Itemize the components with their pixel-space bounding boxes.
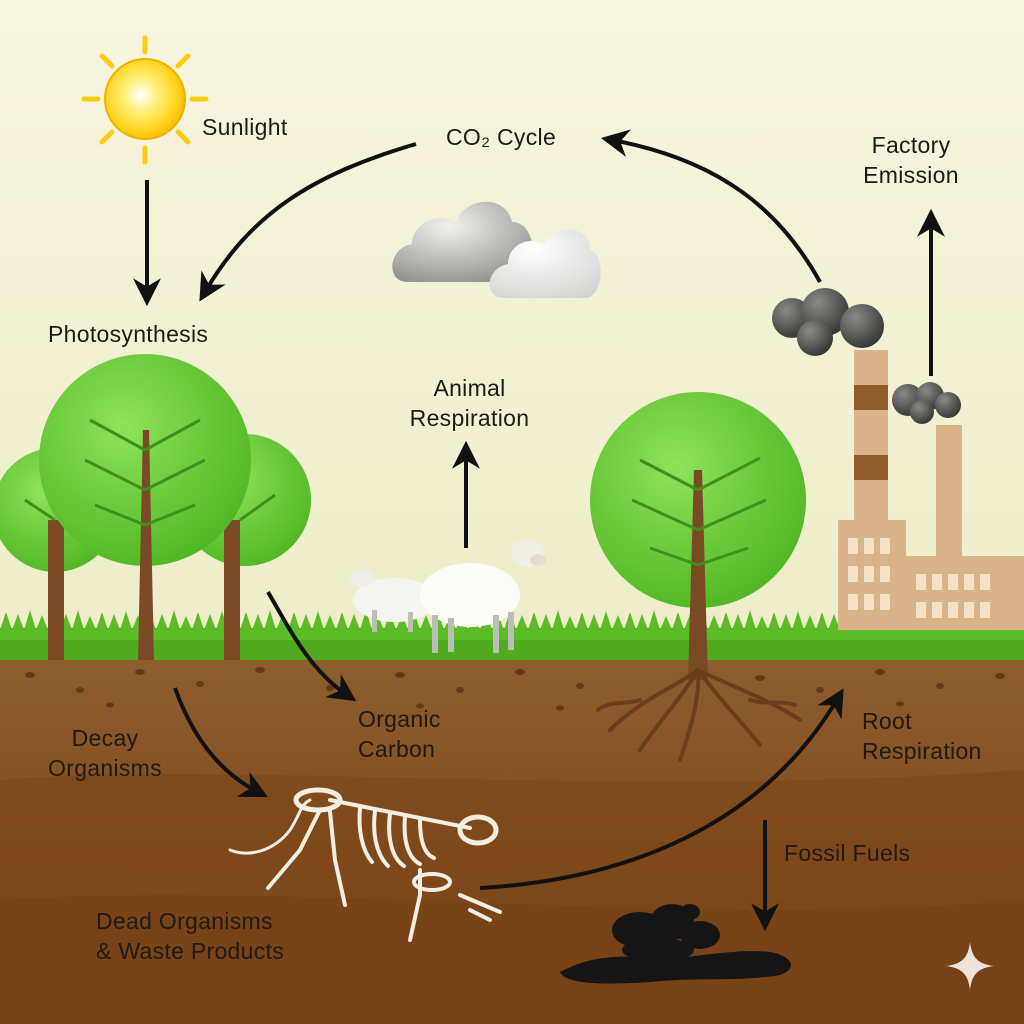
label-organic-carbon: Organic Carbon [358,704,441,764]
label-factory-emission: Factory Emission [846,130,976,190]
arrow-factory-to-co2 [600,129,822,283]
sun-icon [81,35,209,165]
label-decay-organisms-line-1: Decay [71,725,139,751]
arrow-root-respiration [479,688,844,890]
sparkle-icon [946,942,994,990]
label-animal-respiration-line-1: Animal [433,375,506,401]
label-decay-organisms-line-2: Organisms [48,755,162,781]
smoke-icon [772,288,961,424]
label-fossil-fuels: Fossil Fuels [784,840,911,866]
skeleton-icon [228,787,502,942]
label-decay-organisms: Decay Organisms [30,723,180,783]
label-dead-organisms-line-2: & Waste Products [96,938,285,964]
label-factory-emission-line-1: Factory [871,132,951,158]
label-animal-respiration-line-2: Respiration [409,405,530,431]
gray-cloud-icon [392,201,533,282]
label-dead-organisms: Dead Organisms & Waste Products [96,906,284,966]
right-tree [590,392,806,762]
label-co2-cycle: CO₂ Cycle [446,124,557,150]
white-cloud-icon [489,228,601,298]
label-root-respiration-line-1: Root [862,708,912,734]
factory-icon [838,350,1024,630]
label-animal-respiration: Animal Respiration [392,373,547,433]
arrow-decay-to-dead-organisms [173,687,268,798]
arrow-to-organic-carbon [266,590,357,702]
label-organic-carbon-line-1: Organic [358,706,441,732]
label-root-respiration: Root Respiration [862,706,982,766]
arrow-co2-to-photosynthesis [199,142,417,302]
label-photosynthesis: Photosynthesis [48,321,209,347]
label-organic-carbon-line-2: Carbon [358,736,436,762]
label-sunlight: Sunlight [202,114,288,140]
left-trees [0,354,311,660]
label-dead-organisms-line-1: Dead Organisms [96,908,273,934]
label-root-respiration-line-2: Respiration [862,738,982,764]
sheep-icon [350,539,546,653]
label-factory-emission-line-2: Emission [863,162,959,188]
oil-puddle-icon [560,904,791,984]
